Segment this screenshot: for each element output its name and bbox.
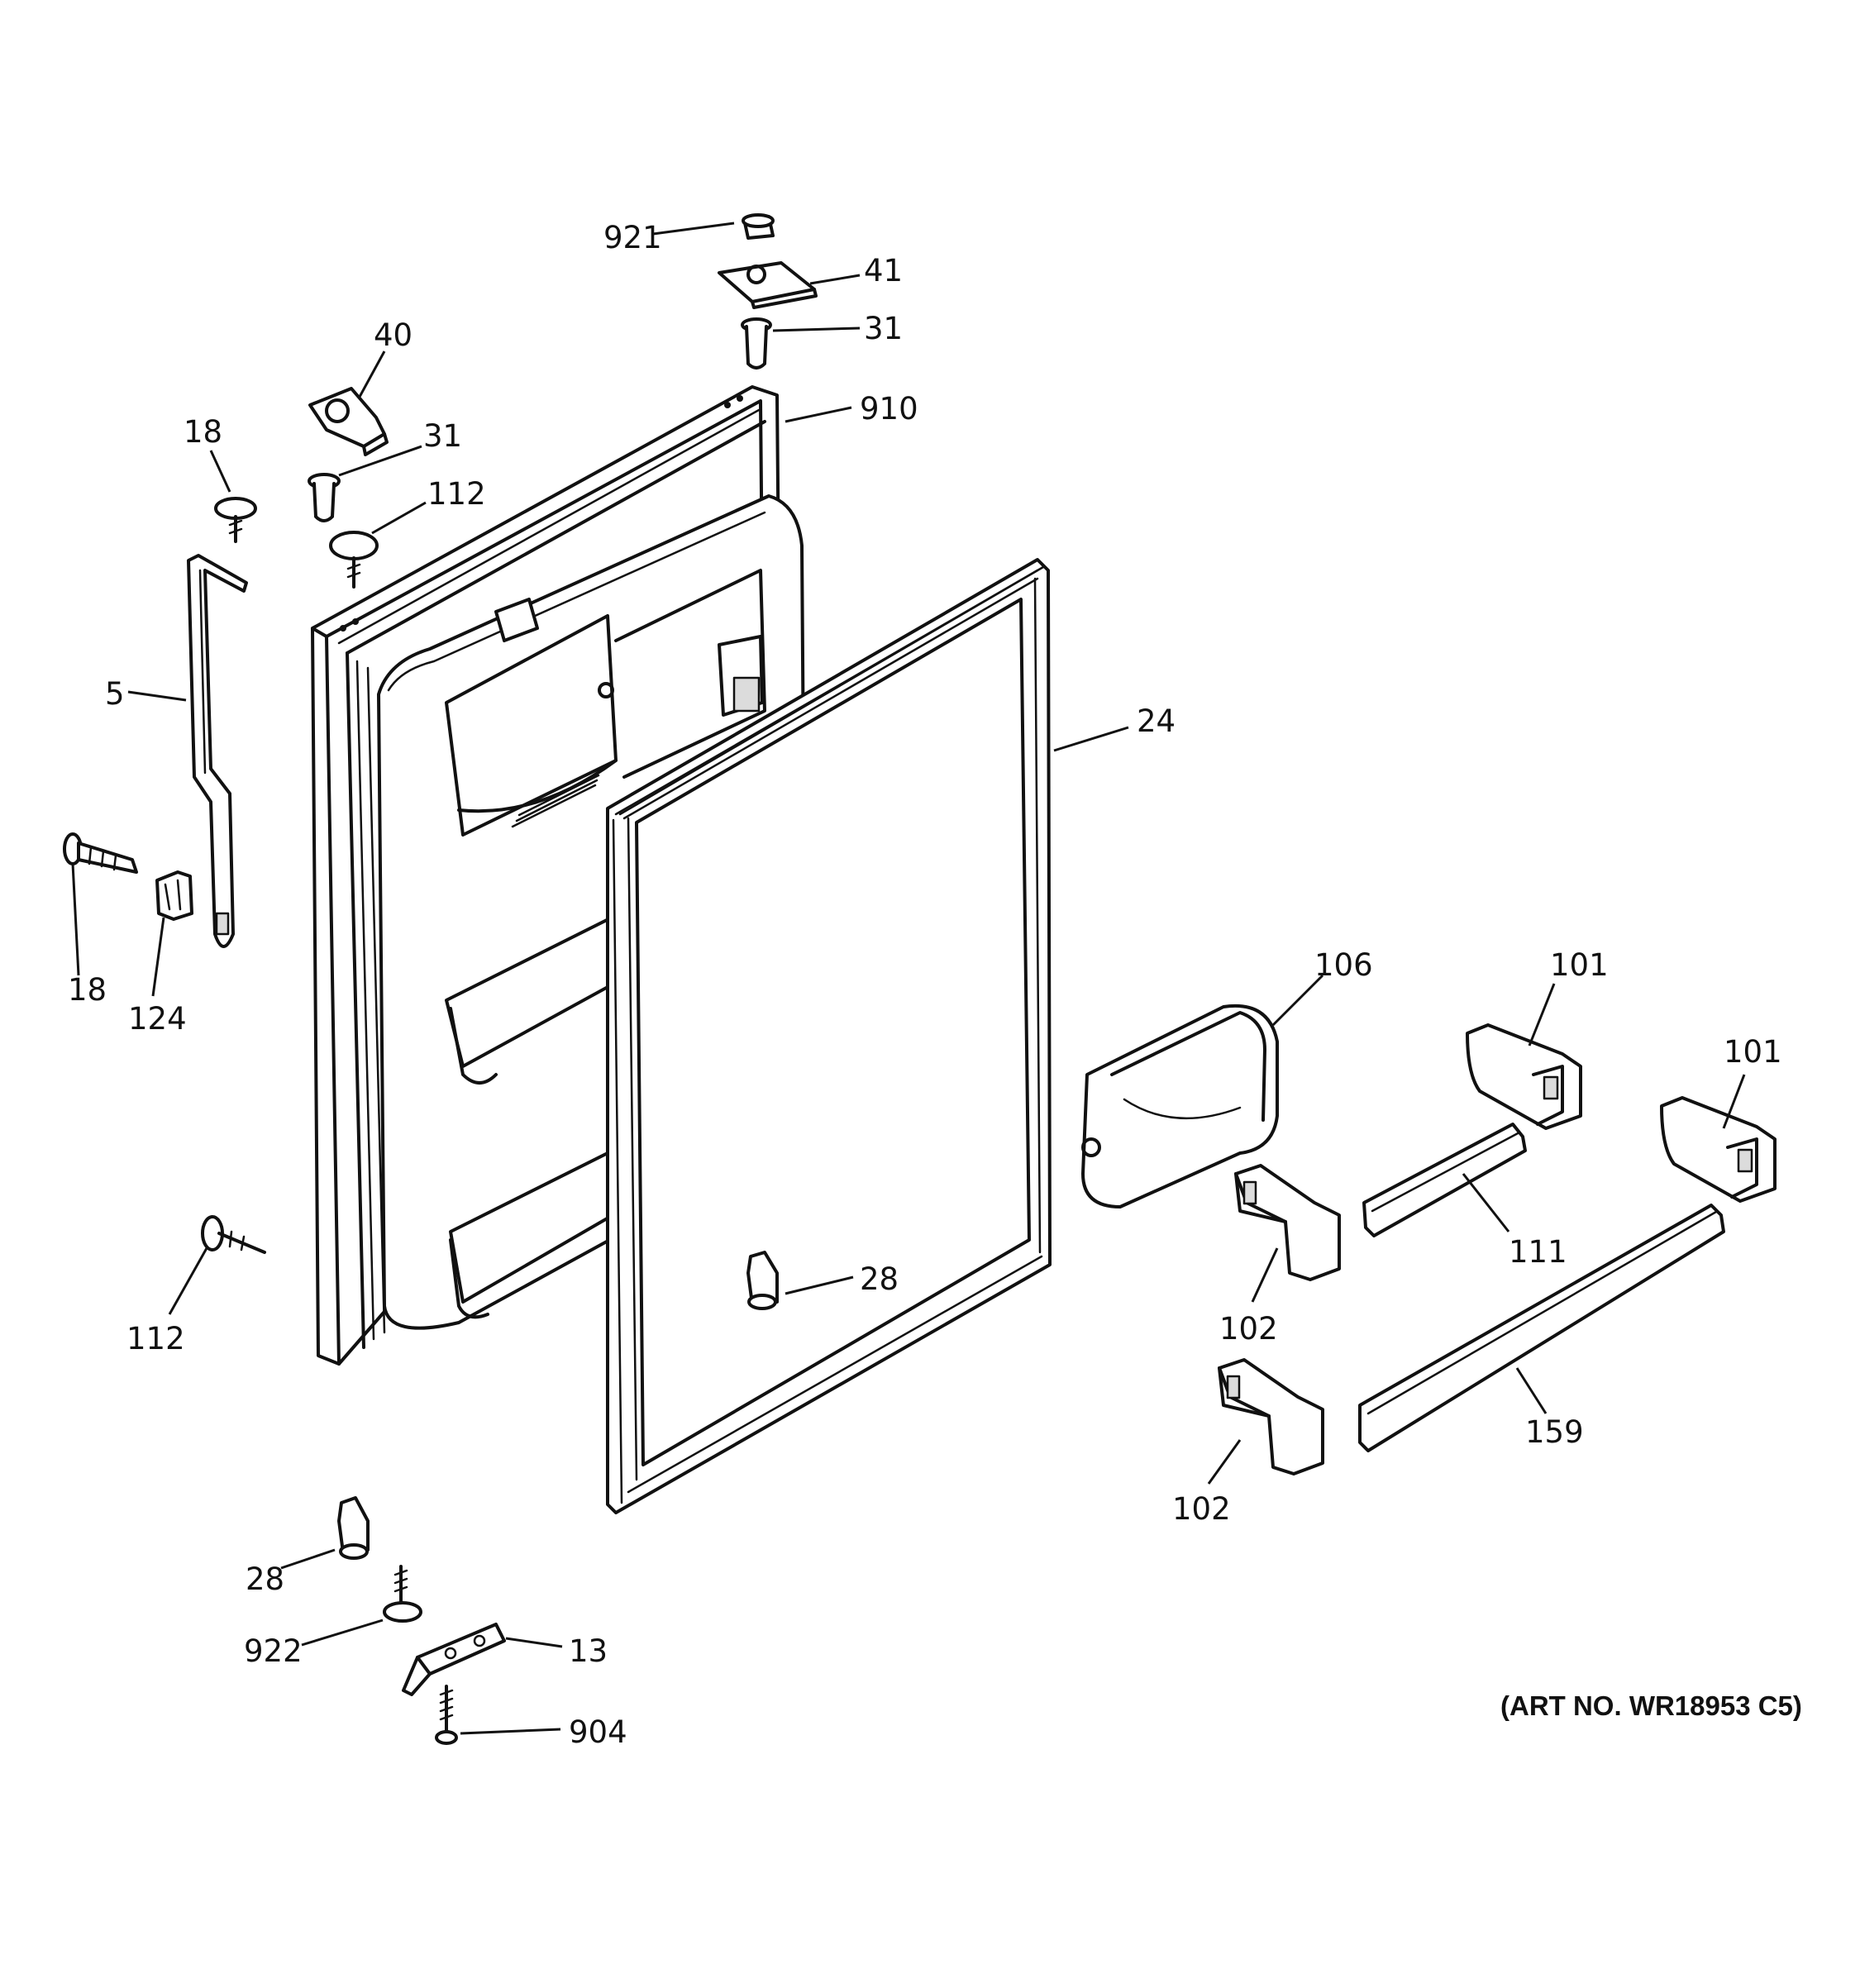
callout-31-left: 31	[423, 418, 462, 454]
end-cap-102-b	[1218, 1358, 1324, 1476]
callout-112-top: 112	[427, 476, 486, 512]
trim-159	[1358, 1204, 1725, 1452]
washer-112-top	[329, 531, 379, 589]
callout-5: 5	[105, 676, 125, 712]
callout-102-a: 102	[1219, 1311, 1278, 1347]
callout-40: 40	[374, 317, 413, 353]
callout-124: 124	[128, 1001, 187, 1037]
callout-101-a: 101	[1550, 947, 1609, 983]
callout-labels: 921 41 31 40 31 910 18 112 5 24 18 124 1…	[68, 220, 1802, 1750]
bushing-31-left	[308, 473, 341, 522]
end-cap-106	[1081, 1004, 1279, 1209]
callout-159: 159	[1525, 1414, 1584, 1450]
art-number: (ART NO. WR18953 C5)	[1500, 1690, 1802, 1721]
screw-922	[383, 1565, 422, 1623]
hinge-cover-41	[718, 261, 818, 309]
pin-28-mid	[746, 1251, 779, 1310]
washer-112-bottom	[201, 1215, 266, 1254]
hinge-40	[308, 387, 389, 456]
leader-lines	[71, 222, 1746, 1735]
callout-106: 106	[1314, 947, 1373, 983]
callout-28-bottom: 28	[246, 1561, 284, 1597]
pin-28-bottom	[337, 1496, 370, 1560]
callout-111: 111	[1509, 1234, 1567, 1270]
callout-101-b: 101	[1724, 1034, 1782, 1070]
handle-5	[187, 554, 248, 948]
screw-18-top	[214, 497, 257, 543]
callout-904: 904	[569, 1714, 627, 1750]
callout-28-mid: 28	[860, 1261, 899, 1297]
trim-111	[1362, 1123, 1527, 1237]
callout-112-bottom: 112	[126, 1321, 185, 1356]
end-cap-101-b	[1660, 1096, 1777, 1203]
callout-24: 24	[1137, 703, 1176, 739]
screw-904	[435, 1685, 458, 1745]
clip-124	[155, 870, 193, 921]
callout-910: 910	[860, 391, 918, 427]
callout-921: 921	[603, 220, 662, 255]
callout-18-bottom: 18	[68, 972, 107, 1008]
callout-31-top: 31	[864, 311, 903, 346]
callout-41: 41	[864, 253, 903, 288]
callout-18-top: 18	[184, 414, 222, 450]
bracket-13	[402, 1623, 506, 1696]
end-cap-102-a	[1234, 1164, 1341, 1281]
door-gasket	[606, 558, 1052, 1514]
callout-13: 13	[569, 1633, 608, 1669]
callout-102-b: 102	[1172, 1491, 1231, 1527]
plug-921	[742, 213, 775, 240]
callout-922: 922	[244, 1633, 303, 1669]
end-cap-101-a	[1466, 1023, 1582, 1130]
screw-18-bottom	[63, 832, 138, 874]
bushing-31-top	[741, 317, 772, 369]
